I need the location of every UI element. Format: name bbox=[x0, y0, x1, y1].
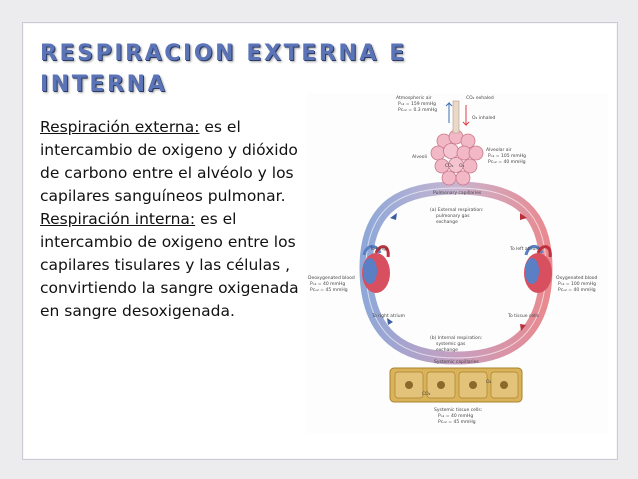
pulmonary-capillaries-label: Pulmonary capillaries bbox=[433, 190, 482, 196]
to-right-atrium-label: To right atrium bbox=[371, 313, 405, 319]
circulation-loop-upper bbox=[359, 181, 553, 269]
alveoli-co2-label: CO₂ bbox=[445, 163, 454, 169]
external-respiration-label-3: exchange bbox=[436, 219, 458, 225]
alveoli-label: Alveoli bbox=[412, 154, 427, 160]
internal-respiration-label-2: systemic gas bbox=[436, 341, 466, 347]
alveoli-o2-label: O₂ bbox=[459, 163, 465, 169]
internal-respiration-label-1: (b) Internal respiration: bbox=[430, 335, 482, 341]
deoxygenated-pco2-label: Pᴄₒ₂ = 45 mmHg bbox=[310, 287, 348, 293]
deoxygenated-blood-label: Deoxygenated blood bbox=[308, 275, 355, 281]
alveolar-air-label: Alveolar air bbox=[486, 147, 512, 153]
slide-body: Respiración externa: es el intercambio d… bbox=[40, 116, 315, 323]
external-respiration-label-2: pulmonary gas bbox=[436, 213, 470, 219]
definition-internal-respiration: es el intercambio de oxigeno entre los c… bbox=[40, 210, 299, 320]
oxygenated-pco2-label: Pᴄₒ₂ = 40 mmHg bbox=[558, 287, 596, 293]
oxygenated-blood-label: Oxygenated blood bbox=[556, 275, 598, 281]
internal-respiration-label-3: exchange bbox=[436, 347, 458, 353]
definition-external-respiration: es el intercambio de oxigeno y dióxido d… bbox=[40, 118, 298, 205]
respiration-diagram: Atmospheric air Pₒ₂ = 159 mmHg Pᴄₒ₂ = 0.… bbox=[306, 93, 608, 433]
atmospheric-po2-label: Pₒ₂ = 159 mmHg bbox=[398, 101, 436, 107]
systemic-tissue-cells bbox=[389, 367, 523, 403]
paragraph-internal-respiration: Respiración interna: es el intercambio d… bbox=[40, 208, 315, 323]
flow-arrow-icon bbox=[390, 213, 397, 220]
o2-inhaled-arrow-icon bbox=[462, 105, 470, 127]
heart-right-icon bbox=[524, 245, 552, 293]
alveolar-po2-label: Pₒ₂ = 105 mmHg bbox=[488, 153, 526, 159]
oxygenated-po2-label: Pₒ₂ = 100 mmHg bbox=[558, 281, 596, 287]
tissue-o2-label: O₂ bbox=[486, 379, 492, 385]
co2-exhaled-arrow-icon bbox=[445, 101, 453, 123]
to-tissue-cells-label: To tissue cells bbox=[507, 313, 540, 319]
paragraph-external-respiration: Respiración externa: es el intercambio d… bbox=[40, 116, 315, 208]
alveolar-pco2-label: Pᴄₒ₂ = 40 mmHg bbox=[488, 159, 526, 165]
term-internal-respiration: Respiración interna: bbox=[40, 210, 196, 228]
systemic-tissue-cells-label: Systemic tissue cells: bbox=[434, 407, 482, 413]
slide-title: RESPIRACION EXTERNA E INTERNA bbox=[40, 41, 407, 97]
atmospheric-air-label: Atmospheric air bbox=[396, 95, 432, 101]
external-respiration-label-1: (a) External respiration: bbox=[430, 207, 484, 213]
co2-exhaled-label: CO₂ exhaled bbox=[466, 95, 494, 101]
term-external-respiration: Respiración externa: bbox=[40, 118, 200, 136]
o2-inhaled-label: O₂ inhaled bbox=[472, 115, 496, 121]
systemic-po2-label: Pₒ₂ = 40 mmHg bbox=[438, 413, 473, 419]
respiration-diagram-svg: Atmospheric air Pₒ₂ = 159 mmHg Pᴄₒ₂ = 0.… bbox=[308, 95, 598, 425]
flow-arrow-icon bbox=[520, 213, 527, 220]
systemic-pco2-label: Pᴄₒ₂ = 45 mmHg bbox=[438, 419, 476, 425]
to-left-atrium-label: To left atrium bbox=[509, 246, 540, 252]
systemic-capillaries-label: Systemic capillaries bbox=[434, 359, 479, 365]
flow-arrow-icon bbox=[387, 318, 393, 325]
flow-arrow-icon bbox=[520, 324, 526, 331]
alveoli-cluster bbox=[430, 100, 484, 186]
tissue-co2-label: CO₂ bbox=[422, 391, 431, 397]
atmospheric-pco2-label: Pᴄₒ₂ = 0.3 mmHg bbox=[398, 107, 437, 113]
to-lungs-label: To lungs bbox=[369, 246, 389, 252]
deoxygenated-po2-label: Pₒ₂ = 40 mmHg bbox=[310, 281, 345, 287]
heart-left-icon bbox=[362, 245, 390, 293]
